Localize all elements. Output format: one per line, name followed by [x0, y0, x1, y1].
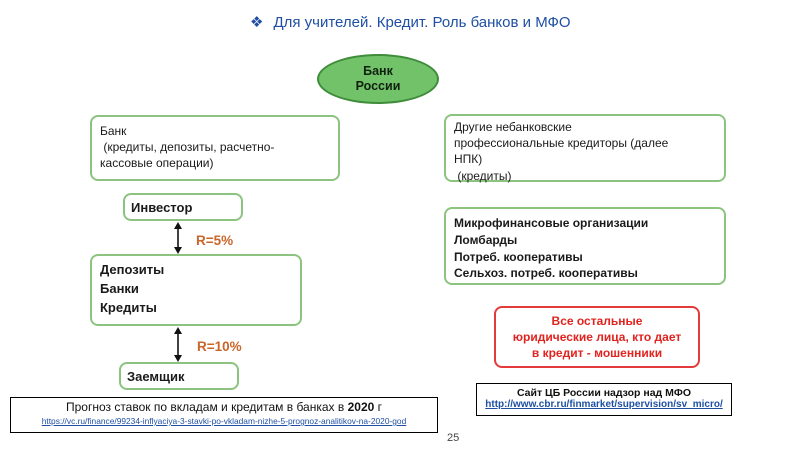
fraud-warning-box: Все остальные юридические лица, кто дает… [494, 306, 700, 368]
other-line4: (кредиты) [454, 168, 512, 183]
arrow-deposits-borrower [174, 327, 182, 362]
diamond-bullet-icon: ❖ [250, 13, 264, 31]
mfo-box: Микрофинансовые организации Ломбарды Пот… [444, 207, 726, 285]
page-number: 25 [447, 432, 460, 444]
arrow-investor-deposits [174, 222, 182, 254]
other-line1: Другие небанковские [454, 120, 572, 134]
bank-title: Банк [100, 124, 127, 138]
central-bank-node: Банк России [317, 54, 439, 104]
cbr-link[interactable]: http://www.cbr.ru/finmarket/supervision/… [485, 399, 723, 410]
credit-rate-label: R=10% [197, 339, 242, 354]
forecast-title-suffix: г [374, 400, 383, 414]
slide-title-text: Для учителей. Кредит. Роль банков и МФО [273, 13, 571, 31]
central-bank-line2: России [355, 79, 401, 93]
mfo-line1: Микрофинансовые организации [454, 216, 649, 230]
deposits-line3: Кредиты [100, 299, 157, 315]
cbr-title: Сайт ЦБ России надзор над МФО [516, 387, 692, 399]
other-creditors-box: Другие небанковские профессиональные кре… [444, 114, 726, 183]
deposits-banks-credits-box: Депозиты Банки Кредиты [90, 254, 302, 326]
mfo-line2: Ломбарды [454, 232, 518, 247]
fraud-line2: юридические лица, кто дает [512, 329, 682, 344]
forecast-link[interactable]: https://vc.ru/finance/99234-inflyaciya-3… [41, 416, 407, 426]
other-line2: профессиональные кредиторы (далее [454, 136, 669, 151]
bank-desc-line1: (кредиты, депозиты, расчетно- [100, 140, 275, 155]
deposit-rate-label: R=5% [196, 233, 234, 248]
other-line3: НПК) [454, 152, 483, 167]
borrower-box: Заемщик [119, 362, 239, 390]
slide-title: ❖ Для учителей. Кредит. Роль банков и МФ… [250, 10, 571, 34]
investor-box: Инвестор [123, 193, 243, 221]
forecast-note-title: Прогноз ставок по вкладам и кредитам в б… [11, 400, 437, 414]
mfo-line3: Потреб. кооперативы [454, 249, 583, 264]
investor-label: Инвестор [131, 200, 193, 215]
forecast-note-box: Прогноз ставок по вкладам и кредитам в б… [10, 397, 438, 433]
bank-desc-line2: кассовые операции) [100, 156, 214, 171]
fraud-line3: в кредит - мошенники [531, 346, 663, 361]
cbr-info-box: Сайт ЦБ России надзор над МФО http://www… [476, 383, 732, 416]
forecast-title-prefix: Прогноз ставок по вкладам и кредитам в б… [65, 400, 348, 414]
deposits-line2: Банки [100, 280, 139, 296]
deposits-line1: Депозиты [100, 262, 165, 277]
central-bank-line1: Банк [363, 64, 393, 78]
borrower-label: Заемщик [127, 369, 185, 384]
fraud-line1: Все остальные [551, 313, 643, 328]
forecast-title-year: 2020 [347, 400, 375, 414]
mfo-line4: Сельхоз. потреб. кооперативы [454, 266, 638, 281]
bank-box: Банк (кредиты, депозиты, расчетно- кассо… [90, 115, 340, 181]
